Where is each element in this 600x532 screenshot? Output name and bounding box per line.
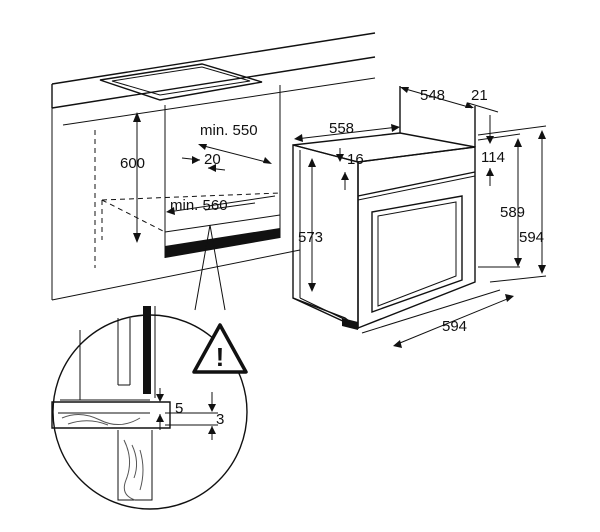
label-cabinet-depth-min: min. 550	[200, 122, 258, 139]
label-vent-gap: 20	[204, 151, 221, 168]
oven-body	[292, 86, 476, 330]
cabinet-width-dimension	[166, 195, 276, 215]
label-oven-height-inner: 589	[500, 204, 525, 221]
vent-gap-dimension	[181, 156, 226, 172]
warning-symbol: !	[216, 342, 225, 372]
label-oven-height: 594	[519, 229, 544, 246]
label-gap-bottom: 3	[216, 411, 224, 428]
cabinet-outline	[51, 85, 301, 301]
label-oven-depth-total: 548	[420, 87, 445, 104]
detail-wall	[51, 306, 171, 501]
label-oven-depth: 558	[329, 120, 354, 137]
label-top-offset: 114	[481, 149, 505, 166]
warning-icon: !	[192, 323, 248, 374]
oven-dimensions	[294, 87, 547, 348]
label-door-offset: 21	[471, 87, 488, 104]
detail-pointer	[194, 224, 226, 311]
cabinet-height-dimension	[133, 112, 141, 243]
label-oven-width: 594	[442, 318, 467, 335]
cabinet-depth-dimension	[198, 144, 272, 164]
label-top-panel: 16	[347, 151, 364, 168]
countertop	[51, 32, 376, 126]
label-oven-front-height: 573	[298, 229, 323, 246]
cooktop	[99, 63, 263, 101]
wood-grain	[61, 414, 144, 501]
gap-dimensions	[156, 388, 218, 440]
label-gap-top: 5	[175, 400, 183, 417]
label-cabinet-height: 600	[120, 155, 145, 172]
label-cabinet-width-min: min. 560	[170, 197, 228, 214]
